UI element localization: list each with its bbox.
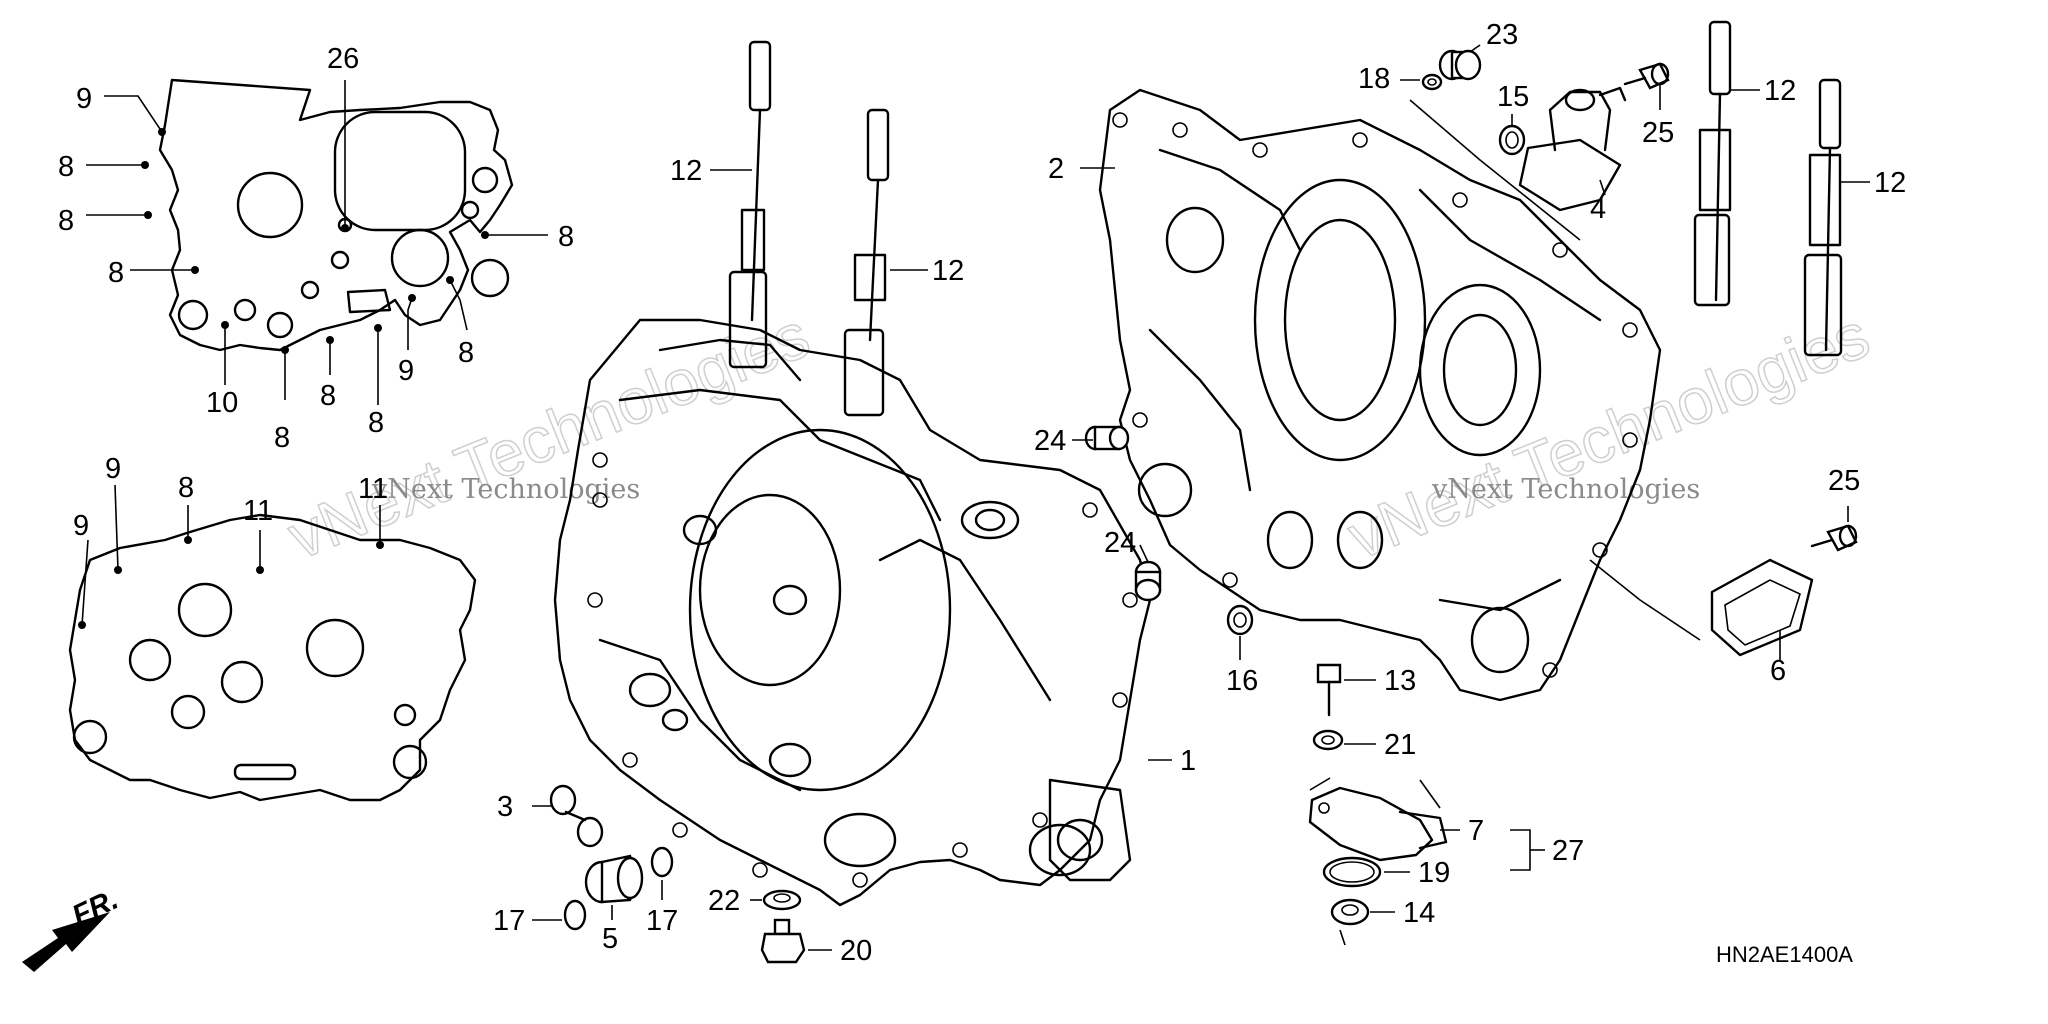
collar-23[interactable] (1438, 49, 1482, 81)
leader-dots (78, 128, 489, 629)
cover-7[interactable] (1308, 786, 1448, 862)
callout-25-b[interactable]: 25 (1828, 465, 1860, 497)
callout-4[interactable]: 4 (1590, 193, 1606, 225)
callout-9-b[interactable]: 9 (398, 355, 414, 387)
callout-8-f[interactable]: 8 (320, 380, 336, 412)
gasket-26[interactable] (158, 78, 514, 352)
callout-12-b[interactable]: 12 (932, 255, 964, 287)
crankcase-right-2[interactable] (1098, 88, 1662, 702)
callout-12-d[interactable]: 12 (1874, 167, 1906, 199)
callout-19[interactable]: 19 (1418, 857, 1450, 889)
stud-bolt-12-c[interactable] (1693, 20, 1732, 307)
callout-12-a[interactable]: 12 (670, 155, 702, 187)
dowel-pin-24-b[interactable] (1134, 560, 1162, 602)
washer-3[interactable] (549, 784, 604, 848)
callout-5[interactable]: 5 (602, 923, 618, 955)
callout-23[interactable]: 23 (1486, 19, 1518, 51)
callout-11-b[interactable]: 11 (358, 473, 388, 505)
callout-11-a[interactable]: 11 (243, 495, 273, 527)
callout-8-g[interactable]: 8 (368, 407, 384, 439)
callout-12-c[interactable]: 12 (1764, 75, 1796, 107)
o-ring-15[interactable] (1498, 124, 1526, 156)
stud-bolt-12-b[interactable] (843, 108, 890, 417)
watermark-text-large-left: vNext Technologies (278, 299, 818, 573)
callout-20[interactable]: 20 (840, 935, 872, 967)
callout-8-d[interactable]: 8 (558, 221, 574, 253)
watermark-text-small-right: vNext Technologies (1431, 474, 1700, 505)
watermark-left: vNext Technologies vNext Technologies (278, 298, 820, 574)
callout-2[interactable]: 2 (1048, 153, 1064, 185)
callout-14[interactable]: 14 (1403, 897, 1435, 929)
callout-22[interactable]: 22 (708, 885, 740, 917)
o-ring-17-left[interactable] (563, 899, 587, 931)
stud-bolt-12-a[interactable] (728, 40, 772, 369)
watermark-text-small-left: vNext Technologies (371, 474, 640, 505)
leader-lines (81, 44, 1870, 951)
callout-8-i[interactable]: 8 (178, 472, 194, 504)
callout-9-c[interactable]: 9 (105, 453, 121, 485)
callout-1[interactable]: 1 (1180, 745, 1196, 777)
bolt-25-right[interactable] (1810, 524, 1858, 552)
callout-10[interactable]: 10 (206, 387, 238, 419)
callout-8-e[interactable]: 8 (274, 422, 290, 454)
gasket-11[interactable] (68, 513, 477, 802)
washer-21[interactable] (1312, 729, 1344, 751)
callout-7[interactable]: 7 (1468, 815, 1484, 847)
callout-13[interactable]: 13 (1384, 665, 1416, 697)
callout-3[interactable]: 3 (497, 791, 513, 823)
callout-26[interactable]: 26 (327, 43, 359, 75)
bolt-13[interactable] (1316, 663, 1342, 717)
watermark-text-large-right: vNext Technologies (1338, 299, 1878, 573)
callout-16[interactable]: 16 (1226, 665, 1258, 697)
washer-18[interactable] (1421, 73, 1443, 91)
nut-14[interactable] (1330, 898, 1370, 926)
o-ring-17-right[interactable] (650, 846, 674, 878)
plug-5[interactable] (584, 854, 644, 904)
front-direction-arrow: FR. (22, 884, 123, 972)
callout-8-b[interactable]: 8 (58, 205, 74, 237)
o-ring-16[interactable] (1226, 604, 1254, 636)
callout-9-d[interactable]: 9 (73, 510, 89, 542)
crankcase-left-1[interactable] (553, 318, 1152, 907)
callout-6[interactable]: 6 (1770, 655, 1786, 687)
diagram-code: HN2AE1400A (1716, 942, 1853, 967)
drain-bolt-20[interactable] (760, 918, 806, 964)
watermark-right: vNext Technologies vNext Technologies (1338, 298, 1880, 574)
cover-6[interactable] (1710, 558, 1814, 657)
callout-9-a[interactable]: 9 (76, 83, 92, 115)
callout-24-b[interactable]: 24 (1104, 527, 1136, 559)
callout-27[interactable]: 27 (1552, 835, 1584, 867)
dowel-pin-24-a[interactable] (1084, 425, 1130, 451)
callout-8-h[interactable]: 8 (458, 337, 474, 369)
bolt-25-top[interactable] (1623, 62, 1670, 90)
callout-17-b[interactable]: 17 (646, 905, 678, 937)
o-ring-19[interactable] (1322, 856, 1382, 888)
callout-labels: 9 8 8 8 26 8 10 8 8 8 9 8 9 8 11 11 9 12… (58, 19, 1906, 967)
callout-15[interactable]: 15 (1497, 81, 1529, 113)
callout-18[interactable]: 18 (1358, 63, 1390, 95)
callout-17-a[interactable]: 17 (493, 905, 525, 937)
callout-24-a[interactable]: 24 (1034, 425, 1066, 457)
callout-21[interactable]: 21 (1384, 729, 1416, 761)
washer-22[interactable] (762, 889, 802, 911)
callout-25-a[interactable]: 25 (1642, 117, 1674, 149)
callout-8-c[interactable]: 8 (108, 257, 124, 289)
stud-bolt-12-d[interactable] (1803, 78, 1843, 357)
callout-8-a[interactable]: 8 (58, 151, 74, 183)
breather-4[interactable] (1518, 86, 1627, 212)
